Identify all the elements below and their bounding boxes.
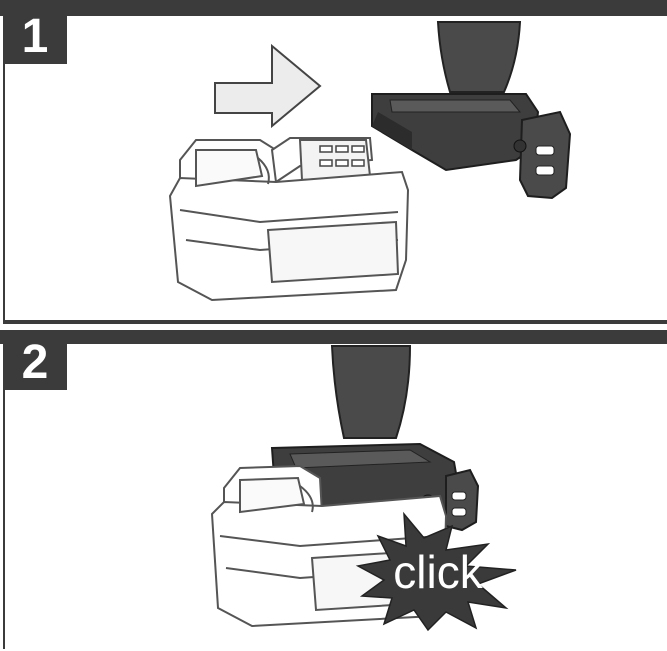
starburst-icon [355,511,517,632]
step-1-left-rule [3,16,5,322]
step-2-number: 2 [3,336,67,390]
step-1-panel: 1 [0,0,667,324]
step-2-panel: 2 click [0,326,667,651]
step-2-left-rule [3,344,5,649]
right-arrow-icon [214,43,322,129]
tool-handle [330,345,412,439]
tool-handle [436,21,522,93]
battery-pack [168,137,410,302]
click-callout: click [393,546,483,598]
step-1-top-bar [0,0,667,16]
step-2-top-bar [0,330,667,344]
step-2-illustration: click [210,345,517,632]
step-1-bottom-rule [3,320,667,324]
step-1-illustration [168,21,572,302]
step-1-number: 1 [3,10,67,64]
battery-contacts [319,145,365,167]
